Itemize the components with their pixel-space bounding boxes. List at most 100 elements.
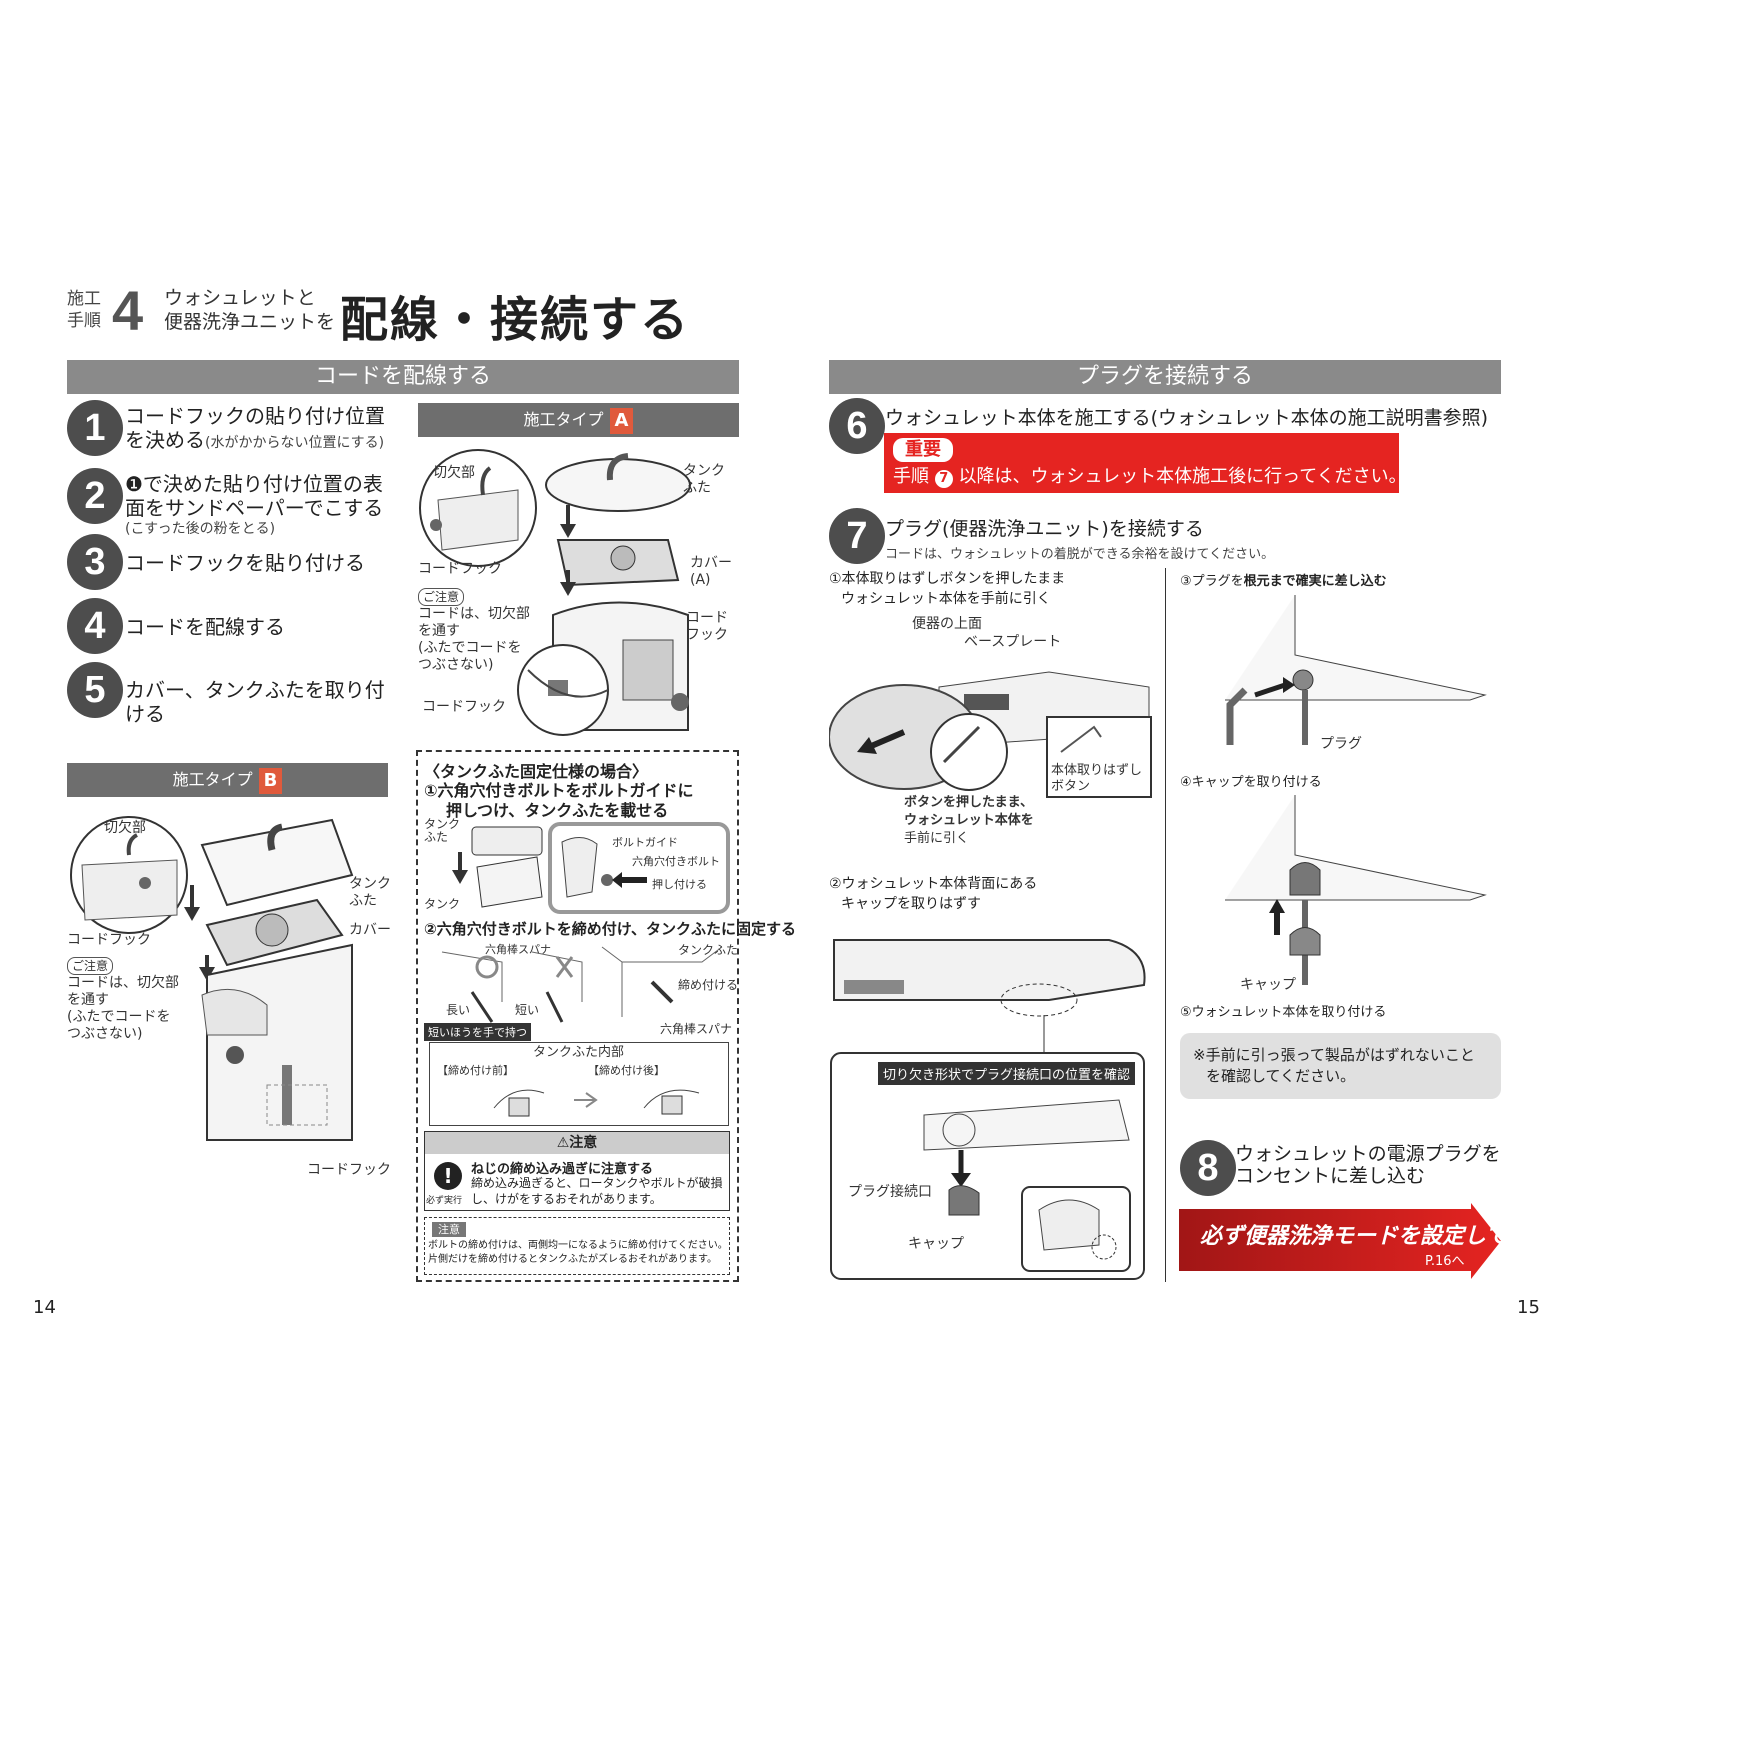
sub2-text: ②ウォシュレット本体背面にある キャップを取りはずす [829,874,1037,914]
fixed-tank-futa-2: タンクふた [678,943,739,957]
step-2-text: ❶で決めた貼り付け位置の表 面をサンドペーパーでこする (こすった後の粉をとる) [125,472,383,538]
release-button-label: 本体取りはずし ボタン [1051,763,1142,795]
type-a-cover: カバー (A) [690,555,732,589]
type-b-caution-4: つぶさない) [67,1026,143,1042]
step-5-badge: 5 [67,662,123,718]
subtitle-line2: 便器洗浄ユニットを [164,311,336,333]
step-5-line1: カバー、タンクふたを取り付 [125,678,385,702]
sub3-bold: 根元まで確実に差し込む [1243,574,1387,589]
type-b-bar: 施工タイプ B [67,763,388,797]
type-a-badge: A [609,407,634,434]
type-a-code-hook-1: コードフック [418,561,502,577]
notice-1: ※手前に引っ張って製品がはずれないこと [1193,1046,1475,1064]
step-8-line1: ウォシュレットの電源プラグを [1235,1143,1501,1165]
step-3-text: コードフックを貼り付ける [125,551,365,575]
warning-body-1: 締め込み過ぎると、ロータンクやボルトが破損 [471,1176,723,1190]
type-b-caution-1: コードは、切欠部 [67,975,179,991]
important-tag: 重要 [893,438,953,462]
notice-text: ※手前に引っ張って製品がはずれないこと を確認してください。 [1193,1045,1475,1087]
note-text-1: ボルトの締め付けは、両側均一になるように締め付けてください。 [428,1240,728,1251]
plug-port: プラグ接続口 [848,1184,932,1200]
fixed-hex-wrench-2: 六角棒スパナ [660,1022,733,1036]
step-6-badge: 6 [829,398,885,454]
type-b-caution-3: (ふたでコードを [67,1009,171,1025]
sub2-illustration [830,939,1146,1280]
type-b-tank-2: ふた [349,893,377,909]
press-pull-1: ボタンを押したまま、 [904,795,1034,810]
fixed-step2-num: ② [424,920,437,938]
type-b-cover: カバー [349,922,391,938]
type-a-illustration [419,449,691,736]
fixed-tighten: 締め付ける [678,978,739,992]
type-a-caution-4: つぶさない) [418,657,494,673]
sub5-text: ⑤ウォシュレット本体を取り付ける [1180,1005,1387,1020]
fixed-step1-num: ① [424,781,438,800]
type-a-bar: 施工タイプ A [418,403,739,437]
sub1-text: ①本体取りはずしボタンを押したまま ウォシュレット本体を手前に引く [829,569,1065,609]
press-pull: ボタンを押したまま、 ウォシュレット本体を 手前に引く [904,794,1034,848]
type-a-label: 施工タイプ [523,410,604,429]
step-7-note: コードは、ウォシュレットの着脱ができる余裕を設けてください。 [885,547,1275,562]
warning-must: 必ず実行 [426,1196,463,1206]
mode-banner-ref[interactable]: P.16へ [1425,1254,1465,1269]
fixed-tank-futa: タンク ふた [424,818,460,844]
fixed-step1-illustration [452,822,730,914]
type-a-kirikake: 切欠部 [433,465,475,481]
type-a-cord-hook: コード フック [686,610,728,644]
type-a-caution: ご注意 コードは、切欠部 を通す (ふたでコードを つぶさない) [418,588,530,674]
type-b-code-hook-bottom: コードフック [307,1162,391,1178]
sub1-line2: ウォシュレット本体を手前に引く [841,591,1051,607]
type-b-badge: B [258,767,283,794]
right-section-bar: プラグを接続する [829,360,1501,394]
step-7-text: プラグ(便器洗浄ユニット)を接続する [885,518,1204,540]
step-label: 施工 手順 [67,288,101,332]
release-btn-1: 本体取りはずし [1051,763,1143,778]
note-box [424,1217,730,1275]
fixed-inside-title: タンクふた内部 [533,1045,625,1060]
type-b-caution-tag: ご注意 [67,957,114,975]
press-pull-3: 手前に引く [904,831,970,846]
important-text-1: 手順 [893,466,929,487]
fixed-step2-illustration [441,946,723,1023]
important-box [884,433,1399,493]
type-b-kirikake: 切欠部 [104,820,146,836]
release-btn-2: ボタン [1051,779,1091,794]
plug-label: プラグ [1320,736,1362,752]
fixed-lid-box [416,750,739,1282]
sub4-illustration [1225,795,1487,985]
type-a-tank-futa-2: ふた [683,480,711,496]
right-divider [1165,568,1166,1282]
type-b-label: 施工タイプ [172,770,253,789]
step-2-line1: ❶で決めた貼り付け位置の表 [125,472,383,496]
notice-2: を確認してください。 [1206,1067,1356,1085]
step-8-badge: 8 [1180,1140,1236,1196]
type-a-code-hook-2: コードフック [422,699,506,715]
fixed-step1-line1: 六角穴付きボルトをボルトガイドに [437,781,694,800]
notice-box [1180,1033,1501,1099]
type-a-cord-2: フック [686,627,728,643]
step-8-text: ウォシュレットの電源プラグを コンセントに差し込む [1235,1143,1501,1187]
fixed-after: 【締め付け後】 [588,1064,665,1077]
step-4-text: コードを配線する [125,615,285,639]
mode-banner-arrow [1179,1203,1501,1279]
fixed-press: 押し付ける [652,878,707,891]
step-3-badge: 3 [67,534,123,590]
step-1-note: (水がかからない位置にする) [205,435,385,451]
fixed-inside-illustration [493,1089,700,1117]
subtitle-line1: ウォシュレットと [164,287,316,309]
note-text: ボルトの締め付けは、両側均一になるように締め付けてください。 片側だけを締め付け… [428,1239,728,1267]
type-b-code-hook: コードフック [67,932,151,948]
fixed-step2-text: 六角穴付きボルトを締め付け、タンクふたに固定する [436,920,796,938]
left-page-number: 14 [33,1297,56,1318]
type-b-caution: ご注意 コードは、切欠部 を通す (ふたでコードを つぶさない) [67,957,179,1043]
benki-top: 便器の上面 [912,616,982,632]
type-b-tank-1: タンク [349,876,391,892]
type-a-cover-2: (A) [690,572,711,588]
mode-banner-text: 必ず便器洗浄モードを設定してください [1200,1224,1595,1249]
warning-body-2: し、けがをするおそれがあります。 [471,1192,662,1206]
sub1-illustration [829,671,1152,798]
type-a-caution-2: を通す [418,623,460,639]
step-1-text: コードフックの貼り付け位置 を決める(水がかからない位置にする) [125,404,385,452]
fixed-inside-box [429,1042,729,1126]
important-num: 7 [934,470,953,488]
